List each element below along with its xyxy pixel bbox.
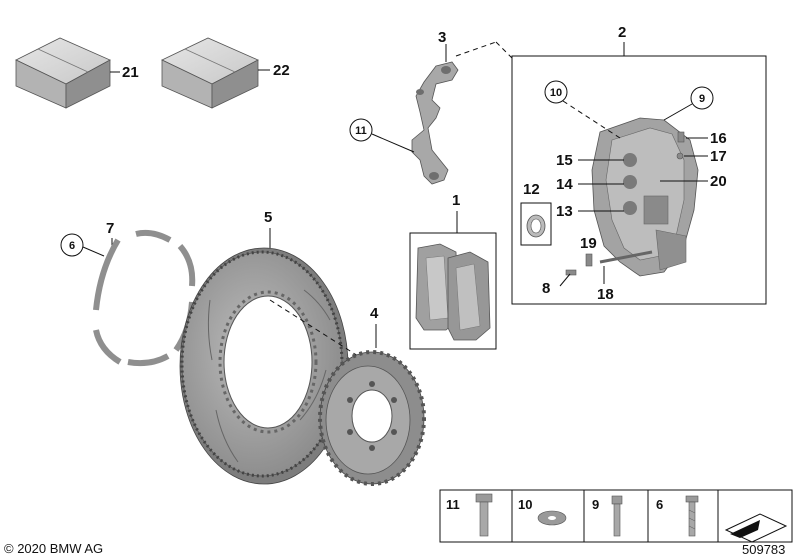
part-21-kit-box [15,37,120,109]
part-18-spring [599,250,653,284]
callout-9-circle [690,86,714,110]
legend-washer-10 [537,510,567,526]
callout-1: 1 [452,192,460,209]
callout-6-segments: 6 [69,240,75,252]
part-1-frame [409,232,497,350]
part-7-ring-segments [93,229,196,367]
leader-3-to-2 [455,41,497,57]
part-3-caliper-adapter [411,44,459,185]
legend-item-10: 10 [518,497,532,512]
callout-15: 15 [556,152,573,169]
caliper-group-frame [511,55,767,305]
callout-20: 20 [710,173,727,190]
callout-8: 8 [542,280,550,297]
callout-11-circle [349,118,373,142]
callout-6-circle [60,233,84,257]
legend-item-6: 6 [656,497,663,512]
copyright: © 2020 BMW AG [4,541,103,556]
callout-2: 2 [618,24,626,41]
legend-screw-6 [685,495,699,537]
part-12-frame [520,202,552,246]
callout-21: 21 [122,64,139,81]
part-22-kit-box [161,37,270,109]
part-2-brake-caliper [591,117,699,277]
callout-22: 22 [273,62,290,79]
callout-14: 14 [556,176,573,193]
legend-item-9: 9 [592,497,599,512]
part-12-seal-ring [526,214,546,238]
direction-arrow-icon [724,513,788,543]
part-19-pin [585,253,593,267]
part-4-brake-disc-hub [318,350,426,486]
callout-4: 4 [370,305,379,322]
callout-5: 5 [264,209,272,226]
callout-10-circle [544,80,568,104]
part-17-cap [676,152,708,160]
callout-9-caliper: 9 [699,93,705,105]
callout-13: 13 [556,203,573,220]
callout-16: 16 [710,130,727,147]
callout-17: 17 [710,148,727,165]
callout-7: 7 [106,220,114,237]
legend-bolt-11 [475,493,493,537]
callout-10-caliper: 10 [550,87,562,99]
callout-12: 12 [523,181,540,198]
legend-item-11: 11 [446,497,460,512]
part-16-bleeder-screw [677,131,708,143]
legend-screw-9 [611,495,623,537]
part-5-brake-disc-ring [179,247,349,485]
image-number: 509783 [742,542,785,557]
callout-18: 18 [597,286,614,303]
callout-11-bracket: 11 [355,125,367,137]
legend-strip [439,489,793,543]
callout-3: 3 [438,29,446,46]
part-8-clip [559,269,577,287]
callout-19: 19 [580,235,597,252]
part-1-brake-pads [415,243,491,341]
